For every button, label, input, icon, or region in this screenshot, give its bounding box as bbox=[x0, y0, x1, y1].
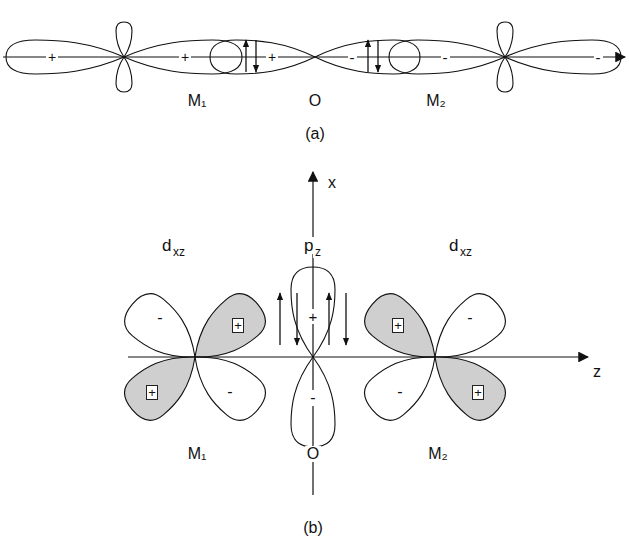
spin-arrow bbox=[328, 293, 329, 345]
spin-arrow bbox=[245, 40, 246, 72]
orbital-subscript: xz bbox=[171, 246, 187, 258]
spin-arrow bbox=[367, 40, 368, 72]
phase-sign: + bbox=[232, 318, 244, 333]
orbital-lobe bbox=[497, 22, 513, 57]
phase-sign: + bbox=[266, 50, 278, 64]
atom-label: M₁ bbox=[186, 446, 209, 462]
phase-sign: - bbox=[594, 50, 603, 65]
orbital-lobe bbox=[180, 339, 274, 428]
phase-sign: + bbox=[307, 309, 320, 324]
spin-arrow bbox=[296, 293, 297, 345]
axis-label: z bbox=[591, 364, 603, 380]
atom-label: M₂ bbox=[424, 93, 448, 109]
atom-label: M₁ bbox=[186, 93, 209, 109]
spin-arrow bbox=[377, 40, 378, 72]
phase-sign: - bbox=[465, 310, 474, 326]
orbital-lobe bbox=[420, 339, 514, 428]
orbital-lobe bbox=[357, 339, 451, 428]
axis-label: x bbox=[326, 175, 338, 191]
phase-sign: - bbox=[308, 390, 317, 406]
panel-label: (a) bbox=[303, 126, 327, 142]
orbital-subscript: xz bbox=[458, 246, 474, 258]
orbital-lobe bbox=[116, 57, 132, 92]
axis-line bbox=[128, 356, 588, 357]
phase-sign: + bbox=[46, 50, 58, 64]
axis-line bbox=[3, 56, 625, 57]
phase-sign: + bbox=[179, 50, 191, 64]
atom-label: O bbox=[307, 93, 323, 109]
atom-label: O bbox=[305, 446, 321, 462]
panel-label: (b) bbox=[301, 520, 325, 536]
phase-sign: - bbox=[155, 310, 164, 326]
spin-arrow bbox=[279, 293, 280, 345]
phase-sign: - bbox=[395, 384, 404, 400]
orbital-lobe bbox=[497, 57, 513, 92]
phase-sign: - bbox=[441, 50, 450, 65]
phase-sign: - bbox=[225, 384, 234, 400]
orbital-lobe bbox=[116, 22, 132, 57]
atom-label: M₂ bbox=[426, 446, 450, 462]
phase-sign: + bbox=[146, 385, 158, 400]
phase-sign: + bbox=[472, 385, 484, 400]
phase-sign: - bbox=[348, 50, 357, 65]
spin-arrow bbox=[255, 40, 256, 72]
phase-sign: + bbox=[392, 318, 404, 333]
orbital-subscript: z bbox=[313, 246, 323, 258]
orbital-lobe bbox=[117, 339, 211, 428]
spin-arrow bbox=[345, 293, 346, 345]
